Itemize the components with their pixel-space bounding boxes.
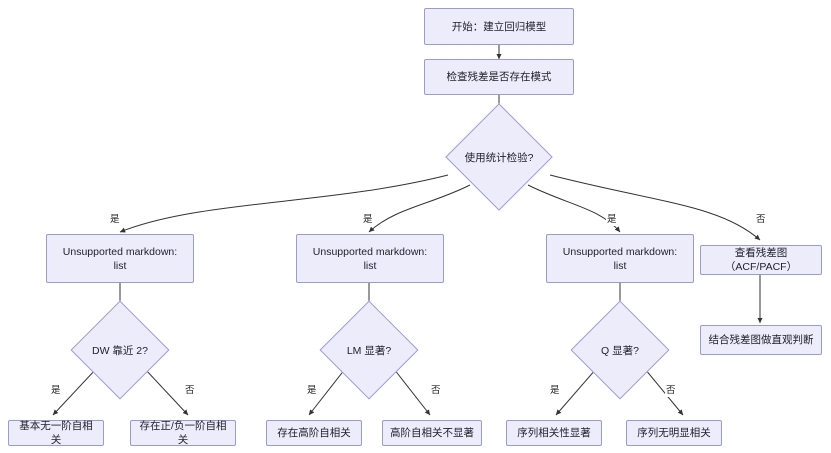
node-lm-test-box-line2: list	[363, 259, 377, 272]
edge-label-lm-no: 否	[430, 385, 442, 397]
edge-label-usetest-qbox: 是	[606, 214, 618, 226]
node-q-test-box-line2: list	[613, 259, 627, 272]
node-dw-near-2[interactable]: DW 靠近 2?	[70, 300, 170, 400]
edge-label-lm-yes: 是	[306, 385, 318, 397]
node-check-residual-pattern[interactable]: 检查残差是否存在模式	[424, 59, 574, 95]
edge-label-usetest-lmbox: 是	[362, 214, 374, 226]
node-dw-test-box[interactable]: Unsupported markdown: list	[46, 234, 194, 283]
node-result-serial-significant[interactable]: 序列相关性显著	[506, 420, 602, 446]
node-view-residual-plot[interactable]: 查看残差图（ACF/PACF）	[700, 245, 822, 275]
edge-label-q-yes: 是	[549, 385, 561, 397]
node-use-statistical-test-label: 使用统计检验?	[464, 151, 534, 164]
node-start[interactable]: 开始：建立回归模型	[424, 8, 574, 45]
node-lm-test-box[interactable]: Unsupported markdown: list	[296, 234, 444, 283]
node-dw-test-box-line2: list	[113, 259, 127, 272]
node-start-label: 开始：建立回归模型	[451, 20, 547, 33]
edge-usetest-to-lmbox	[368, 184, 471, 233]
node-check-residual-pattern-label: 检查残差是否存在模式	[446, 71, 552, 83]
node-result-serial-significant-label: 序列相关性显著	[517, 427, 591, 439]
node-visual-judgement[interactable]: 结合残差图做直观判断	[700, 325, 822, 355]
node-use-statistical-test[interactable]: 使用统计检验?	[445, 103, 553, 211]
node-dw-near-2-label: DW 靠近 2?	[91, 344, 148, 357]
node-lm-significant-label: LM 显著?	[346, 344, 392, 357]
edge-label-usetest-dwbox: 是	[109, 214, 121, 226]
node-q-test-box-line1: Unsupported markdown:	[562, 245, 678, 258]
node-result-serial-not-significant[interactable]: 序列无明显相关	[626, 420, 722, 446]
node-q-test-box[interactable]: Unsupported markdown: list	[546, 234, 694, 283]
node-result-high-order-ar-ns[interactable]: 高阶自相关不显著	[382, 420, 482, 446]
node-visual-judgement-label: 结合残差图做直观判断	[708, 334, 814, 346]
edge-label-usetest-acfbox: 否	[755, 214, 767, 226]
edge-label-dw-yes: 是	[50, 385, 62, 397]
node-lm-significant[interactable]: LM 显著?	[319, 300, 419, 400]
node-q-significant[interactable]: Q 显著?	[570, 300, 670, 400]
node-result-high-order-ar-label: 存在高阶自相关	[277, 427, 351, 439]
node-result-has-ar1-label: 存在正/负一阶自相关	[139, 420, 227, 446]
node-lm-test-box-line1: Unsupported markdown:	[312, 245, 428, 258]
edge-label-dw-no: 否	[184, 385, 196, 397]
node-q-significant-label: Q 显著?	[601, 344, 639, 357]
node-view-residual-plot-label: 查看残差图（ACF/PACF）	[724, 247, 798, 273]
edge-label-q-no: 否	[665, 385, 677, 397]
node-result-no-ar1-label: 基本无一阶自相关	[19, 420, 93, 446]
node-result-no-ar1[interactable]: 基本无一阶自相关	[8, 420, 104, 446]
node-dw-test-box-line1: Unsupported markdown:	[62, 245, 178, 258]
node-result-high-order-ar-ns-label: 高阶自相关不显著	[390, 427, 474, 439]
node-result-serial-not-significant-label: 序列无明显相关	[637, 427, 711, 439]
node-result-has-ar1[interactable]: 存在正/负一阶自相关	[130, 420, 236, 446]
edge-usetest-to-dwbox	[119, 174, 449, 233]
edge-usetest-to-acfbox	[549, 174, 761, 241]
node-result-high-order-ar[interactable]: 存在高阶自相关	[266, 420, 362, 446]
